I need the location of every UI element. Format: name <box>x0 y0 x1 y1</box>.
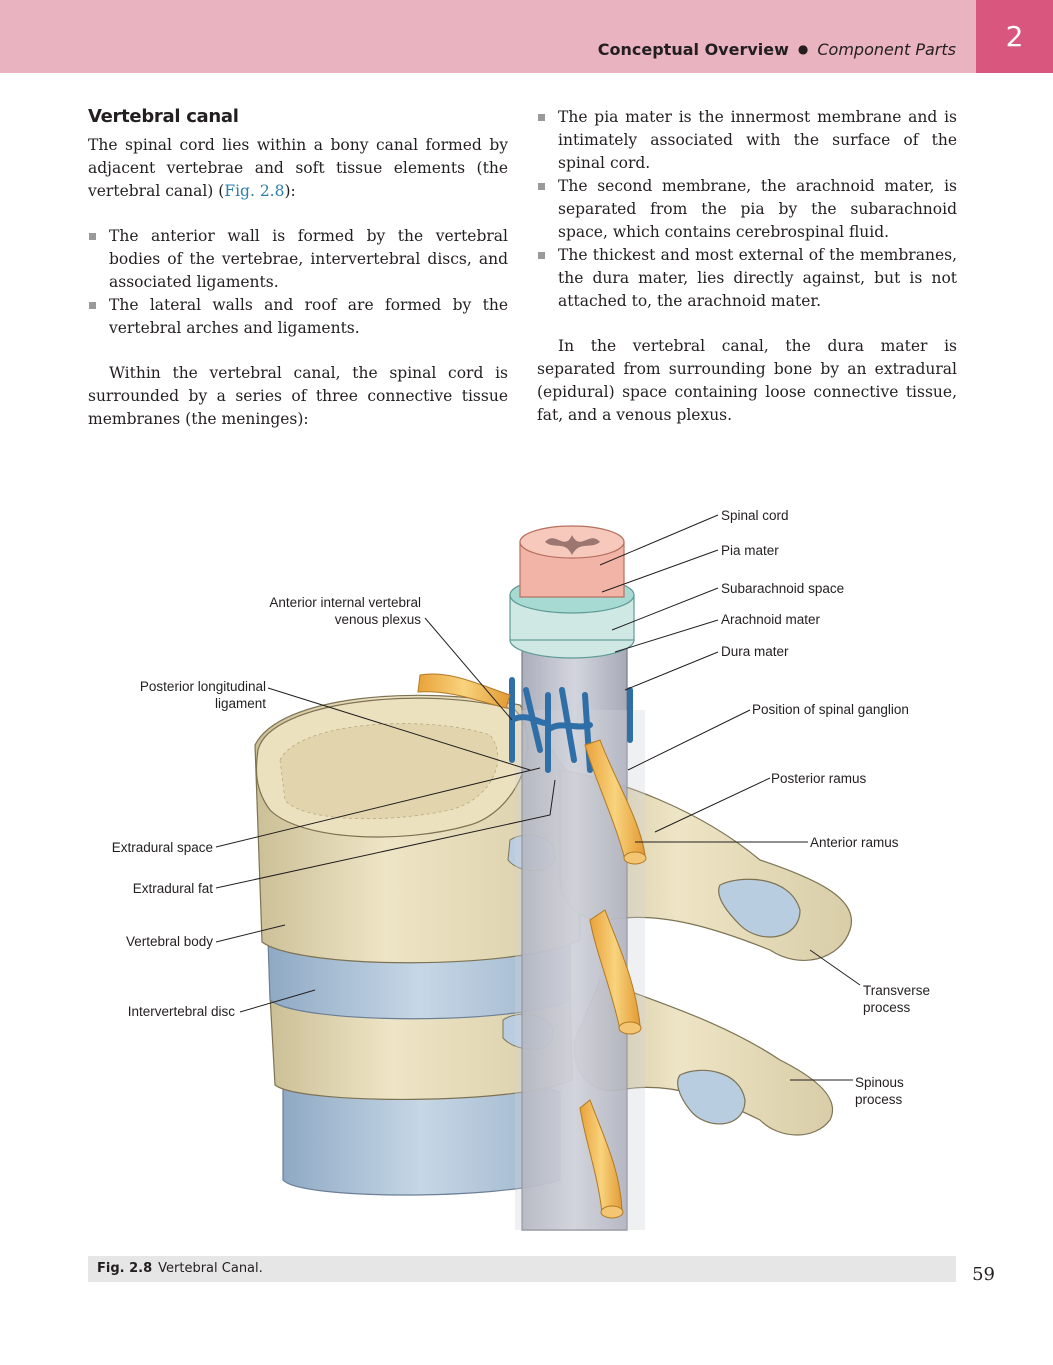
caption-label: Fig. 2.8 <box>97 1261 153 1276</box>
intro-text: The spinal cord lies within a bony canal… <box>88 136 508 200</box>
figure-reference-link[interactable]: Fig. 2.8 <box>224 182 285 200</box>
caption-text: Vertebral Canal. <box>158 1261 263 1276</box>
label-line: Spinous <box>855 1075 904 1090</box>
list-item: The second membrane, the arachnoid mater… <box>537 175 957 244</box>
subsection-title: Component Parts <box>817 40 956 59</box>
label-line: Posterior longitudinal <box>139 679 266 694</box>
left-column: Vertebral canal The spinal cord lies wit… <box>88 105 508 431</box>
wall-bullet-list: The anterior wall is formed by the verte… <box>88 225 508 340</box>
label-subarachnoid-space: Subarachnoid space <box>721 581 845 596</box>
label-spinal-cord: Spinal cord <box>721 508 789 523</box>
label-dura-mater: Dura mater <box>721 644 789 659</box>
figure-caption: Fig. 2.8 Vertebral Canal. <box>88 1256 956 1282</box>
running-title: Conceptual Overview ● Component Parts <box>598 40 956 59</box>
label-extradural-fat: Extradural fat <box>132 881 213 896</box>
chapter-tab: 2 <box>976 0 1053 73</box>
label-posterior-longitudinal-ligament: Posterior longitudinal ligament <box>140 678 266 712</box>
list-item: The thickest and most external of the me… <box>537 244 957 313</box>
running-header: Conceptual Overview ● Component Parts 2 <box>0 0 1053 73</box>
label-posterior-ramus: Posterior ramus <box>771 771 867 786</box>
intro-end: ): <box>284 182 296 200</box>
label-pia-mater: Pia mater <box>721 543 779 558</box>
extradural-paragraph: In the vertebral canal, the dura mater i… <box>537 337 957 424</box>
label-line: venous plexus <box>334 612 421 627</box>
bullet-separator: ● <box>797 42 809 56</box>
page-number: 59 <box>972 1264 995 1285</box>
meninges-paragraph: Within the vertebral canal, the spinal c… <box>88 364 508 428</box>
label-spinous-process: Spinous process <box>855 1074 904 1108</box>
membrane-bullet-list: The pia mater is the innermost membrane … <box>537 106 957 313</box>
list-item: The pia mater is the innermost membrane … <box>537 106 957 175</box>
label-line: process <box>855 1092 903 1107</box>
label-line: Anterior internal vertebral <box>269 595 421 610</box>
label-line: ligament <box>214 696 266 711</box>
label-position-spinal-ganglion: Position of spinal ganglion <box>752 702 909 717</box>
intro-paragraph: The spinal cord lies within a bony canal… <box>88 134 508 203</box>
label-line: Transverse <box>863 983 931 998</box>
label-intervertebral-disc: Intervertebral disc <box>127 1004 235 1019</box>
vertebral-canal-illustration <box>215 514 861 1231</box>
section-heading: Vertebral canal <box>88 106 239 127</box>
label-transverse-process: Transverse process <box>863 982 930 1016</box>
label-arachnoid-mater: Arachnoid mater <box>721 612 821 627</box>
label-anterior-ramus: Anterior ramus <box>810 835 899 850</box>
label-anterior-internal-venous-plexus: Anterior internal vertebral venous plexu… <box>269 594 421 628</box>
list-item: The anterior wall is formed by the verte… <box>88 225 508 294</box>
label-line: process <box>863 1000 911 1015</box>
label-vertebral-body: Vertebral body <box>125 934 213 949</box>
label-extradural-space: Extradural space <box>111 840 213 855</box>
right-column: The pia mater is the innermost membrane … <box>537 106 957 427</box>
vertebral-canal-figure: Spinal cord Pia mater Subarachnoid space… <box>0 480 1053 1250</box>
list-item: The lateral walls and roof are formed by… <box>88 294 508 340</box>
section-title: Conceptual Overview <box>597 40 789 59</box>
